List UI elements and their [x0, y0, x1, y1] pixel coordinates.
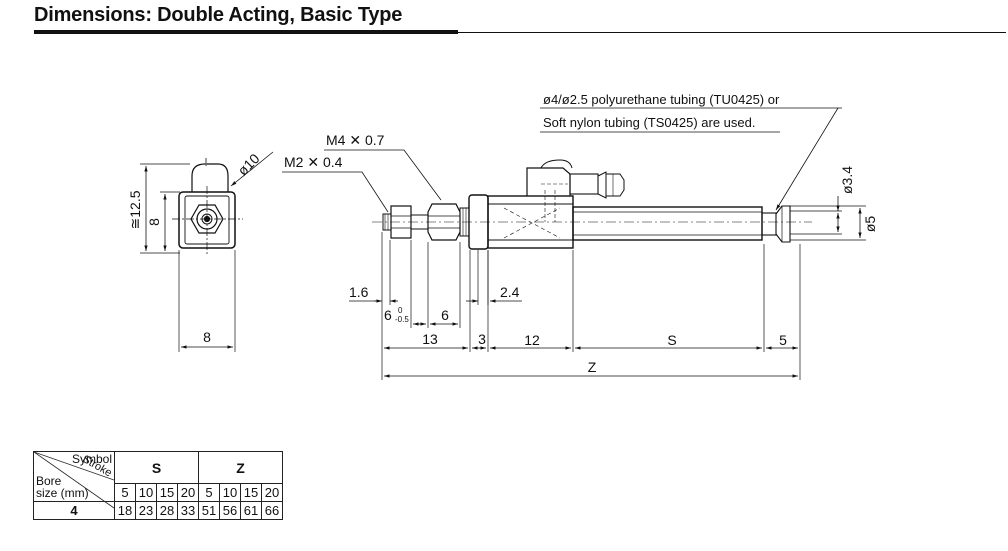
stroke-cell: 10 — [135, 483, 157, 502]
label-mount-thread: M4 ✕ 0.7 — [326, 132, 385, 148]
table-cell: 66 — [261, 501, 283, 520]
table-cell: 18 — [114, 501, 136, 520]
dim-front-width: 8 — [203, 329, 211, 345]
dim-front-diameter: ø10 — [234, 150, 263, 179]
corner-diagonals — [34, 452, 114, 509]
dim-stroke: S — [667, 332, 676, 348]
dim-total: Z — [588, 359, 597, 375]
front-view — [140, 158, 243, 352]
tubing-note-line1: ø4/ø2.5 polyurethane tubing (TU0425) or — [543, 92, 780, 107]
dim-offset: 2.4 — [500, 284, 520, 300]
dim-nut-width: 6 — [441, 307, 449, 323]
side-view-extension-lines — [381, 205, 866, 380]
dim-rear: 5 — [779, 332, 787, 348]
dim-flange: 3 — [478, 331, 486, 347]
stroke-cell: 5 — [114, 483, 136, 502]
dim-rod-tol-lower: -0.5 — [395, 315, 409, 324]
title-rule — [458, 32, 1006, 33]
table-cell: 51 — [198, 501, 220, 520]
side-view — [372, 159, 812, 250]
dim-thread-length: 13 — [422, 331, 438, 347]
dim-body-front: 12 — [524, 332, 540, 348]
table-cell: 23 — [135, 501, 157, 520]
dim-rod-tol-value: 6 — [384, 307, 392, 323]
dim-front-height-overall: ≅12.5 — [127, 190, 143, 229]
stroke-cell: 20 — [177, 483, 199, 502]
page-title: Dimensions: Double Acting, Basic Type — [34, 4, 403, 26]
table-group-z: Z — [198, 451, 283, 484]
stroke-cell: 15 — [156, 483, 178, 502]
dim-rod-end: 1.6 — [349, 284, 369, 300]
dim-port-large: ø5 — [862, 216, 878, 233]
corner-symbol-label: Symbol — [71, 452, 112, 466]
table-row: 4 18 23 28 33 51 56 61 66 — [33, 501, 283, 520]
side-view-dims — [282, 107, 862, 378]
label-rod-thread: M2 ✕ 0.4 — [284, 154, 343, 170]
table-cell: 28 — [156, 501, 178, 520]
table-stroke-row: 5 10 15 20 5 10 15 20 — [34, 483, 283, 502]
front-view-dims — [144, 151, 274, 349]
dim-front-height: 8 — [146, 218, 162, 226]
table-group-s: S — [114, 451, 199, 484]
table-cell: 61 — [240, 501, 262, 520]
table-cell: 33 — [177, 501, 199, 520]
stroke-cell: 15 — [240, 483, 262, 502]
dim-port-small: ø3.4 — [839, 166, 855, 194]
stroke-cell: 10 — [219, 483, 241, 502]
table-cell: 56 — [219, 501, 241, 520]
tubing-note-line2: Soft nylon tubing (TS0425) are used. — [543, 115, 755, 130]
title-underline — [34, 30, 458, 34]
stroke-cell: 20 — [261, 483, 283, 502]
dim-rod-tol-upper: 0 — [398, 306, 403, 315]
stroke-cell: 5 — [198, 483, 220, 502]
